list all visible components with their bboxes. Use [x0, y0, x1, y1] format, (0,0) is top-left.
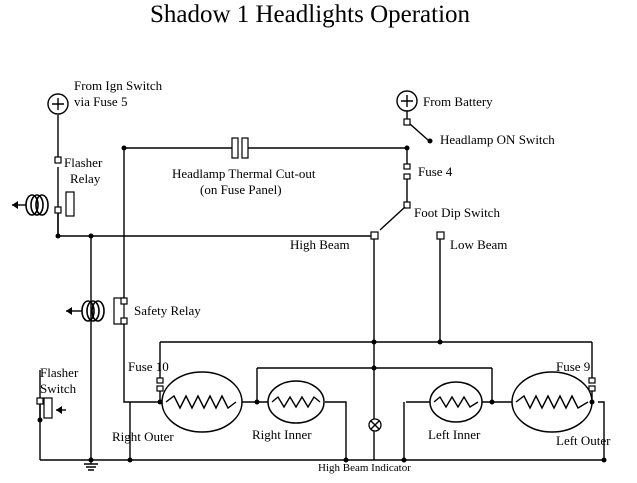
- right-outer-label: Right Outer: [112, 429, 174, 444]
- high-beam-indicator-lamp: [368, 418, 382, 432]
- headlamp-on-switch: [403, 118, 433, 144]
- fuse-10-label: Fuse 10: [128, 359, 169, 374]
- foot-dip-switch-label: Foot Dip Switch: [414, 205, 500, 220]
- thermal-cutout: [231, 137, 249, 159]
- ign-switch-label: From Ign Switch: [74, 78, 163, 93]
- left-outer-label: Left Outer: [556, 433, 611, 448]
- low-beam-label: Low Beam: [450, 237, 507, 252]
- flasher-relay-sublabel: Relay: [70, 171, 101, 186]
- safety-relay-label: Safety Relay: [134, 303, 201, 318]
- headlamp-on-switch-label: Headlamp ON Switch: [440, 132, 555, 147]
- battery-label: From Battery: [423, 94, 493, 109]
- flasher-switch-label: Flasher: [40, 365, 79, 380]
- high-beam-label: High Beam: [290, 237, 350, 252]
- foot-dip-switch: [370, 201, 445, 240]
- thermal-cutout-sublabel: (on Fuse Panel): [200, 182, 282, 197]
- fuse-9-label: Fuse 9: [556, 359, 590, 374]
- flasher-switch-sublabel: Switch: [40, 381, 77, 396]
- fuse-4-label: Fuse 4: [418, 164, 453, 179]
- ignition-supply-symbol: [47, 93, 69, 115]
- thermal-cutout-label: Headlamp Thermal Cut-out: [172, 166, 316, 181]
- safety-relay: [66, 297, 128, 325]
- battery-supply-symbol: [396, 90, 418, 112]
- junction-nodes: [37, 145, 607, 463]
- left-inner-lamp: [429, 381, 483, 423]
- ign-fuse-label: via Fuse 5: [74, 94, 127, 109]
- flasher-relay-label: Flasher: [64, 155, 103, 170]
- left-outer-lamp: [511, 371, 593, 433]
- right-outer-lamp: [161, 371, 243, 433]
- fuse-10: [156, 377, 164, 392]
- flasher-relay: [12, 156, 75, 217]
- fuse-4: [403, 163, 411, 180]
- flasher-switch: [36, 397, 66, 420]
- diagram-title: Shadow 1 Headlights Operation: [150, 1, 471, 28]
- right-inner-lamp: [267, 380, 325, 424]
- high-beam-indicator-label: High Beam Indicator: [318, 462, 411, 474]
- right-inner-label: Right Inner: [252, 427, 312, 442]
- left-inner-label: Left Inner: [428, 427, 481, 442]
- fuse-9: [588, 377, 596, 392]
